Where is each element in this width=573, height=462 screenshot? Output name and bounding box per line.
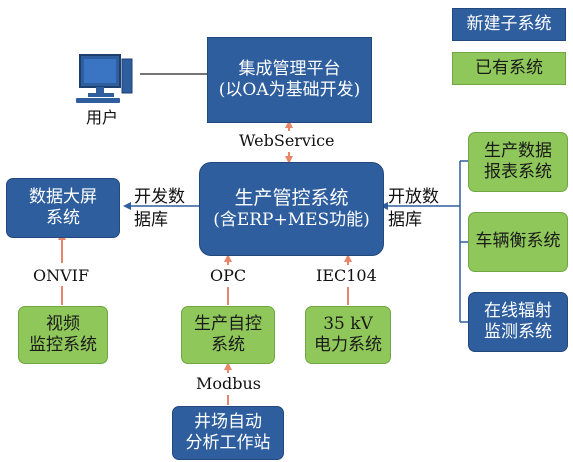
radiation-monitor-line2: 监测系统	[484, 322, 552, 342]
radiation-monitor-node: 在线辐射 监测系统	[468, 292, 568, 352]
integration-platform-line2: (以OA为基础开发)	[218, 80, 361, 100]
power-system-node: 35 kV 电力系统	[305, 306, 391, 364]
video-monitor-node: 视频 监控系统	[18, 306, 108, 364]
open-db-left-line1: 开发数	[134, 187, 185, 207]
well-station-line2: 分析工作站	[185, 433, 271, 453]
open-db-left-line2: 据库	[134, 209, 168, 230]
production-control-node: 生产管控系统 (含ERP+MES功能)	[199, 162, 384, 256]
report-system-line2: 报表系统	[484, 162, 552, 182]
modbus-label: Modbus	[196, 374, 262, 393]
video-monitor-line2: 监控系统	[29, 335, 97, 355]
iec104-label: IEC104	[316, 266, 377, 285]
weighbridge-node: 车辆衡系统	[468, 212, 568, 272]
legend-existing-system-label: 已有系统	[475, 57, 543, 78]
opc-label: OPC	[210, 266, 247, 285]
auto-control-line1: 生产自控	[194, 313, 262, 334]
big-screen-node: 数据大屏 系统	[6, 178, 120, 238]
well-station-line1: 井场自动	[194, 411, 262, 432]
open-db-right-line1: 开放数	[388, 187, 439, 207]
weighbridge-label: 车辆衡系统	[475, 231, 561, 252]
legend-new-system: 新建子系统	[452, 8, 566, 41]
computer-icon	[72, 45, 140, 105]
auto-control-node: 生产自控 系统	[181, 306, 275, 364]
power-system-line1: 35 kV	[323, 313, 373, 334]
open-db-right-label: 开放数 据库	[388, 186, 439, 232]
webservice-label: WebService	[239, 131, 335, 150]
open-db-right-line2: 据库	[388, 209, 422, 230]
auto-control-line2: 系统	[211, 335, 245, 355]
big-screen-line1: 数据大屏	[29, 186, 97, 207]
radiation-monitor-line1: 在线辐射	[484, 300, 552, 321]
legend-existing-system: 已有系统	[452, 52, 566, 85]
power-system-line2: 电力系统	[314, 335, 382, 355]
report-system-node: 生产数据 报表系统	[468, 132, 568, 192]
integration-platform-node: 集成管理平台 (以OA为基础开发)	[207, 37, 372, 123]
integration-platform-line1: 集成管理平台	[238, 58, 341, 79]
big-screen-line2: 系统	[46, 208, 80, 228]
report-system-line1: 生产数据	[484, 140, 552, 161]
onvif-label: ONVIF	[33, 266, 90, 285]
production-control-line2: (含ERP+MES功能)	[213, 210, 370, 231]
production-control-line1: 生产管控系统	[234, 186, 349, 209]
user-label: 用户	[86, 108, 119, 127]
video-monitor-line1: 视频	[46, 313, 80, 334]
well-station-node: 井场自动 分析工作站	[172, 406, 284, 460]
open-db-left-label: 开发数 据库	[134, 186, 185, 232]
legend-new-system-label: 新建子系统	[466, 13, 552, 34]
